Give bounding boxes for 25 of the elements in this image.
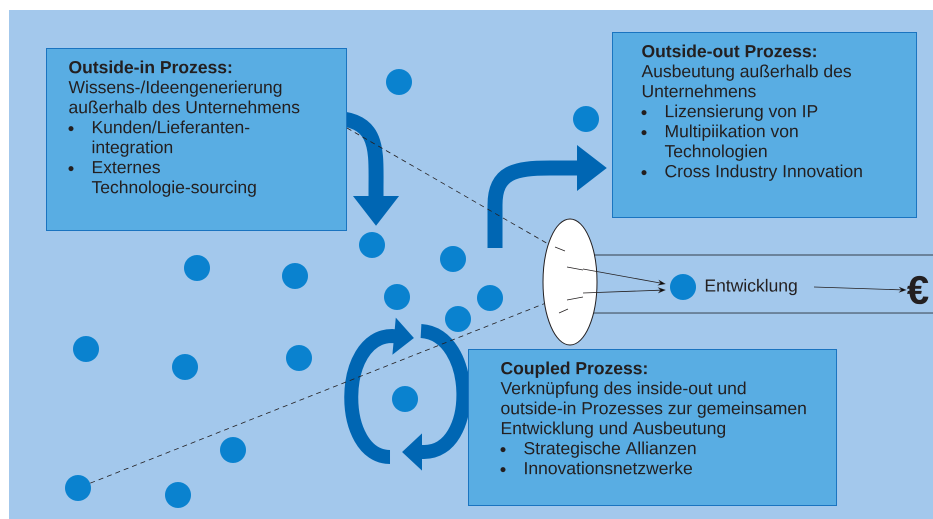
process-box: Outside-in Prozess: Wissens-/Ideengenerierung außerhalb des Unternehmens Kunden/Lieferanten-integration Externes Technologie-sourcing: [46, 48, 347, 231]
dot: [477, 285, 503, 311]
dot: [65, 475, 91, 501]
dot: [573, 106, 599, 132]
dot: [670, 274, 696, 300]
dashed-line: [90, 303, 545, 484]
dot: [440, 246, 466, 272]
dot: [359, 232, 385, 258]
dot: [286, 345, 312, 371]
dot: [282, 263, 308, 289]
process-box: Coupled Prozess: Verknüpfung des inside-out und outside-in Prozesses zur gemeinsamen Entwicklung und Ausbeutung Strategische Allianzen Innovationsnetzwerke: [468, 349, 838, 506]
dot: [220, 437, 246, 463]
dot: [165, 482, 191, 508]
dot: [386, 69, 412, 95]
node-caption: Entwicklung: [706, 278, 797, 296]
lens-ellipse: [542, 218, 598, 346]
dot: [184, 255, 210, 281]
dot: [73, 336, 99, 362]
dot: [445, 306, 471, 332]
dot: [172, 354, 198, 380]
dot: [392, 386, 418, 412]
euro-sign: €: [907, 276, 928, 304]
dashed-line: [346, 128, 548, 244]
process-box: Outside-out Prozess: Ausbeutung außerhalb des Unternehmens Lizensierung von IP Multipiikation von Technologien Cross Industry Innovation: [612, 32, 918, 218]
dot: [384, 284, 410, 310]
